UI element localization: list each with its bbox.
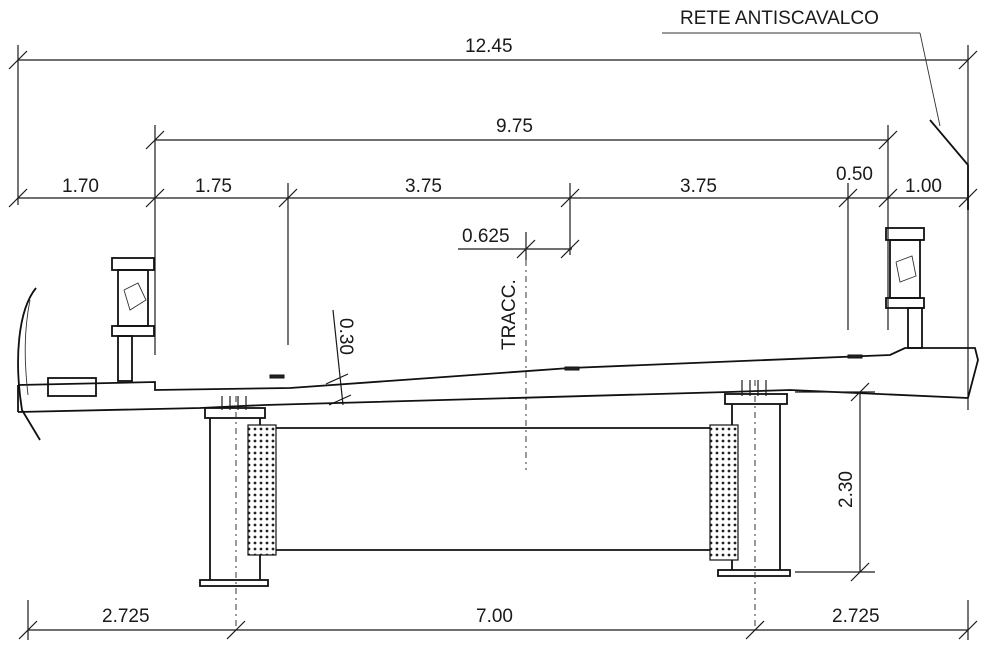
axis-label: TRACC. xyxy=(499,279,520,350)
carriageway-width-label: 9.75 xyxy=(496,116,533,137)
safety-net-label: RETE ANTISCAVALCO xyxy=(680,8,879,29)
cross-frame xyxy=(276,427,710,551)
left-sidewalk-label: 1.70 xyxy=(62,176,99,197)
left-overhang-label: 2.725 xyxy=(102,606,150,627)
road-axis: TRACC. xyxy=(499,260,527,470)
dimension-bottom-chain: 2.725 7.00 2.725 xyxy=(18,600,978,640)
right-overhang-label: 2.725 xyxy=(832,606,880,627)
safety-net-callout: RETE ANTISCAVALCO xyxy=(662,8,969,210)
lane-right-label: 3.75 xyxy=(680,176,717,197)
axis-offset-label: 0.625 xyxy=(462,226,510,247)
dimension-axis-offset: 0.625 xyxy=(458,226,580,260)
right-parapet xyxy=(885,227,925,349)
total-width-label: 12.45 xyxy=(465,36,513,57)
girder-depth-label: 2.30 xyxy=(836,471,857,508)
right-shoulder-label: 0.50 xyxy=(836,164,873,185)
dimension-girder-depth: 2.30 xyxy=(795,382,875,582)
left-parapet xyxy=(17,257,155,441)
slab-thickness-label: 0.30 xyxy=(335,318,356,355)
left-girder xyxy=(199,396,277,630)
left-shoulder-label: 1.75 xyxy=(195,176,232,197)
deck-slab xyxy=(17,347,979,413)
right-girder xyxy=(709,380,791,630)
dimension-segment-chain: 1.70 1.75 3.75 3.75 0.50 1.00 xyxy=(8,164,978,345)
dimension-total-width: 12.45 xyxy=(8,36,978,410)
girder-spacing-label: 7.00 xyxy=(476,606,513,627)
dimension-carriageway-width: 9.75 xyxy=(145,116,898,355)
dimension-slab-thickness: 0.30 xyxy=(325,309,356,406)
right-sidewalk-label: 1.00 xyxy=(905,176,942,197)
lane-left-label: 3.75 xyxy=(405,176,442,197)
